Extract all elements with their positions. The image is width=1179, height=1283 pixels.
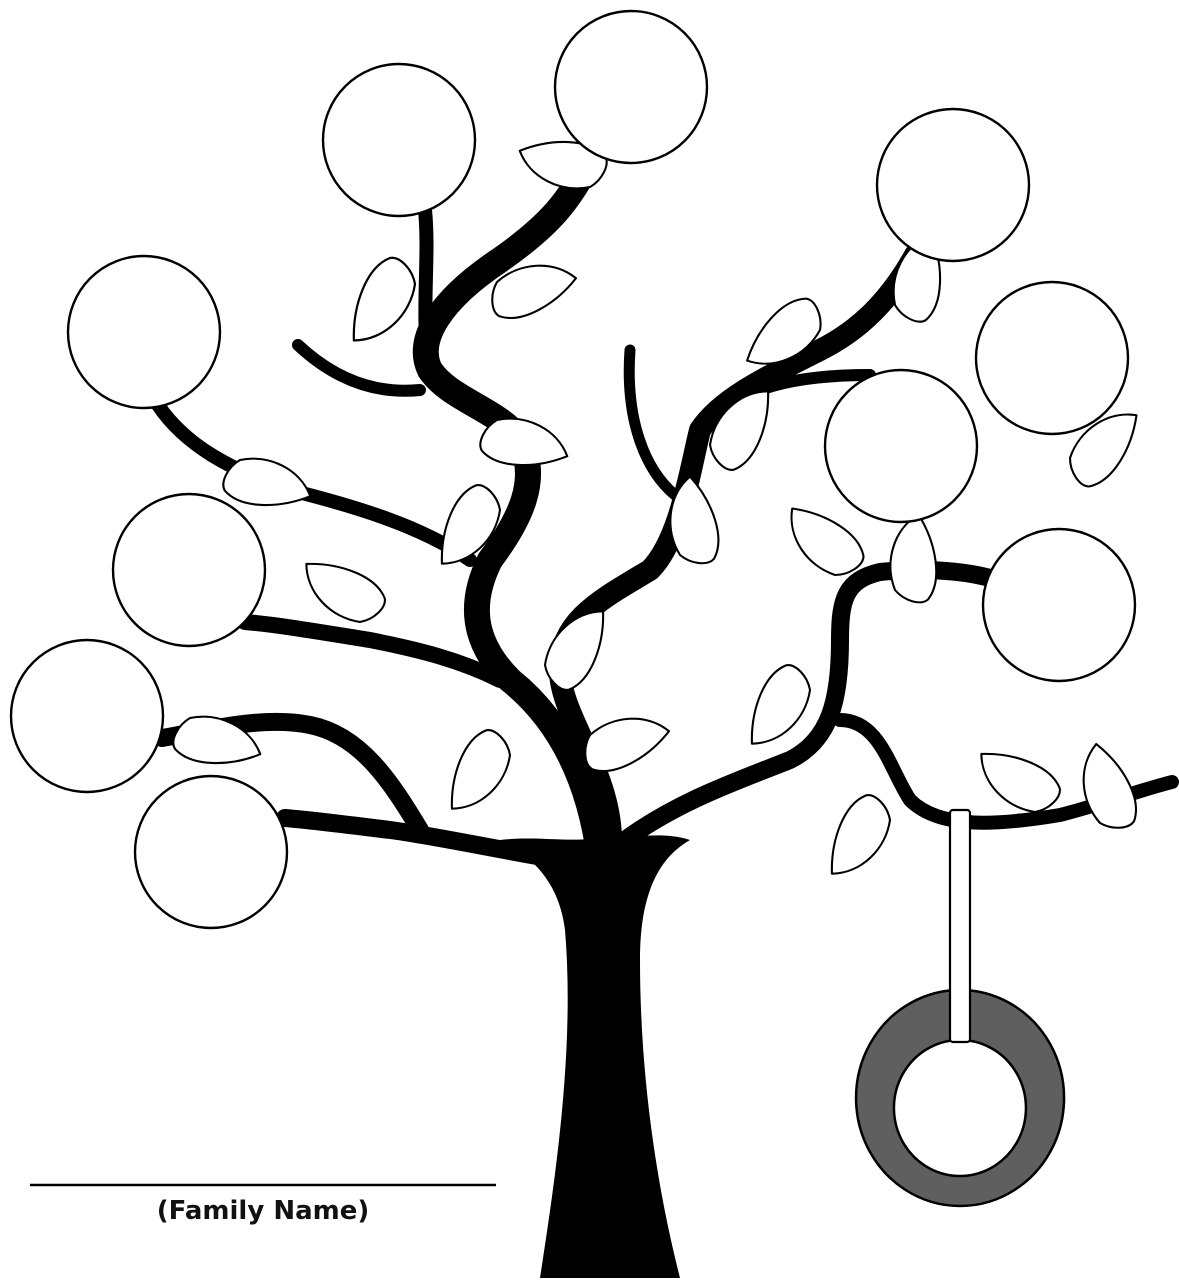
leaf-icon: [440, 727, 518, 809]
leaf-icon: [341, 254, 423, 341]
empty-circle-icon: [825, 370, 977, 522]
leaf-icon: [306, 552, 388, 630]
empty-circle-icon: [555, 11, 707, 163]
empty-circle-icon: [11, 640, 163, 792]
empty-circle-icon: [877, 109, 1029, 261]
leaf-icon: [792, 509, 864, 576]
leaf-icon: [740, 662, 818, 744]
empty-circle-icon: [113, 494, 265, 646]
leaf-icon: [537, 611, 615, 693]
empty-circle-icon: [68, 256, 220, 408]
leaf-icon: [981, 742, 1063, 820]
empty-circle-icon: [983, 529, 1135, 681]
rope: [950, 810, 970, 1042]
tire-swing-icon: [856, 810, 1064, 1206]
empty-circle-icon: [323, 64, 475, 216]
empty-circle-icon: [135, 776, 287, 928]
family-name-caption: (Family Name): [30, 1196, 496, 1226]
leaf-icon: [820, 792, 898, 874]
empty-circle-icon: [976, 282, 1128, 434]
trunk: [500, 835, 690, 1278]
